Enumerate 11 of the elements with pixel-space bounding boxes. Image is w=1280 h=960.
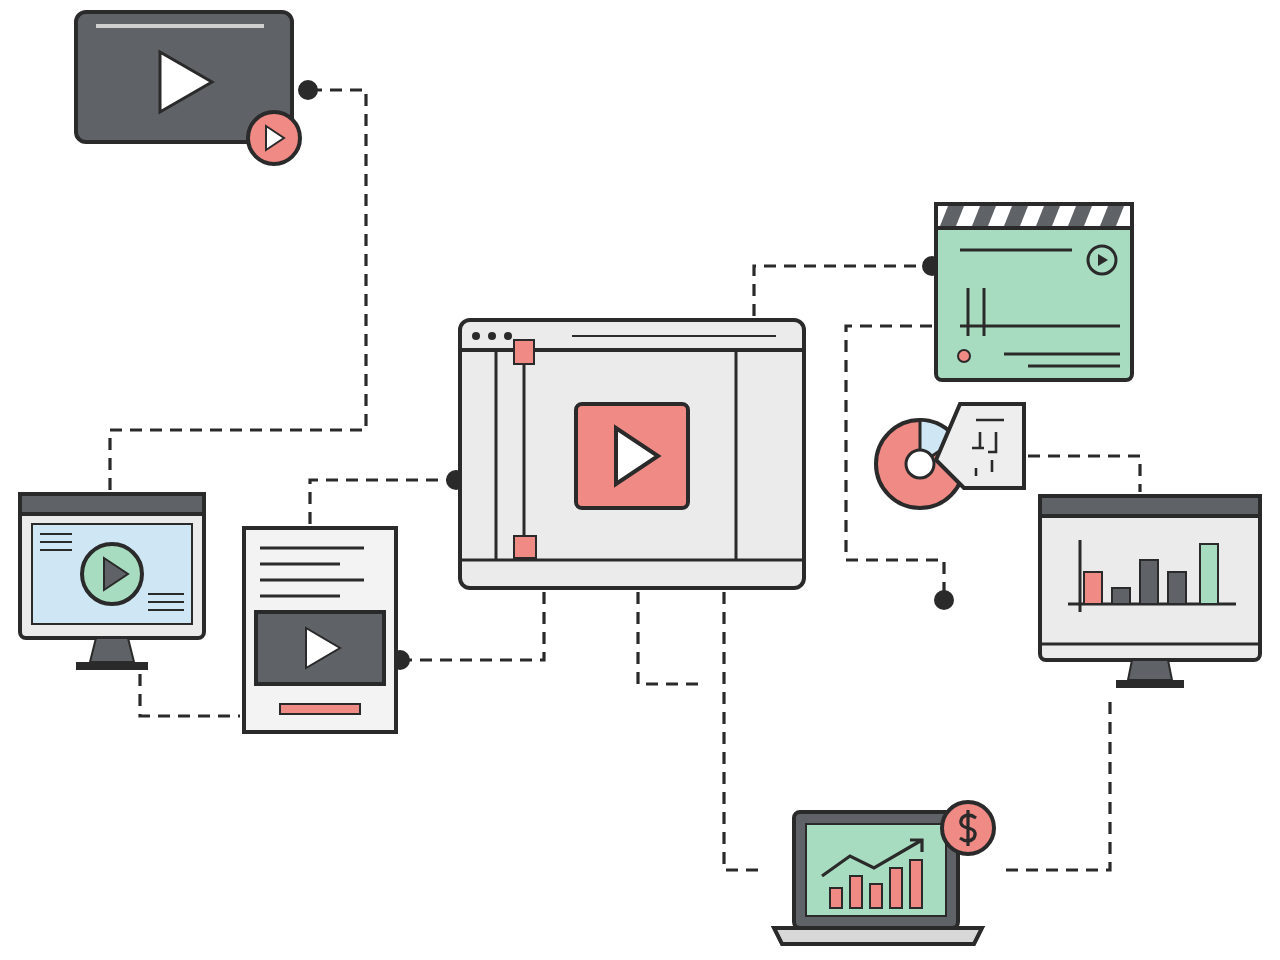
dashed-connector [844,324,954,610]
video-player-drawing [72,8,308,168]
monitor-video-drawing [16,490,208,674]
dashed-connector [1028,454,1142,492]
clapperboard-drawing [932,200,1136,384]
dashed-connector [1006,696,1112,872]
dashed-connector [108,80,368,490]
browser-video-drawing [456,316,808,592]
dashed-connector [138,674,240,718]
document-video-drawing [240,524,400,736]
dashed-connector [636,592,704,686]
